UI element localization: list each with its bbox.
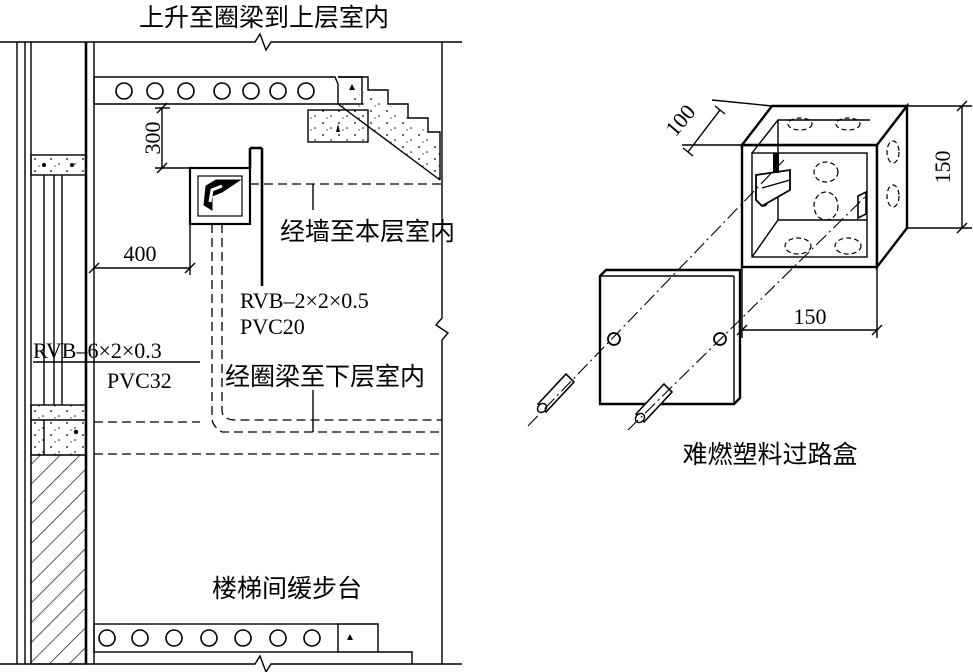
- dimension-150-height: 150: [930, 151, 955, 184]
- wire-route-down: [211, 224, 442, 433]
- top-break-line: [0, 32, 462, 52]
- label-conduit-small: PVC20: [240, 314, 305, 339]
- dimension-100: 100: [660, 100, 700, 141]
- label-conduit-large: PVC32: [107, 368, 172, 393]
- wall-junction-box: [188, 166, 252, 226]
- wire-route-down-2: [221, 224, 442, 421]
- label-stair-landing: 楼梯间缓步台: [212, 574, 362, 603]
- slab-holes-upper: [115, 82, 315, 100]
- dimension-300: 300: [140, 122, 165, 155]
- label-via-ring-beam: 经圈梁至下层室内: [225, 362, 425, 391]
- lower-landing-slab: [93, 623, 413, 664]
- assembly-axis-left: [527, 159, 785, 427]
- slab-holes-lower: [98, 629, 321, 647]
- box-body: [739, 102, 910, 271]
- dimension-400: 400: [124, 241, 157, 266]
- right-break-line: [434, 42, 450, 664]
- label-cable-large: RVB–6×2×0.3: [33, 338, 162, 363]
- label-cable-small: RVB–2×2×0.5: [240, 288, 369, 313]
- label-up-to-ring-beam: 上升至圈梁到上层室内: [139, 3, 389, 32]
- assembly-axis-right: [627, 195, 867, 431]
- screw-right: [634, 382, 674, 424]
- upper-landing-slab: [93, 76, 441, 181]
- screw-left: [536, 372, 576, 414]
- ring-beam-lower: [30, 404, 87, 456]
- label-via-wall: 经墙至本层室内: [280, 217, 455, 246]
- masonry-hatch: [30, 454, 87, 665]
- bottom-break-line: [0, 654, 462, 672]
- stairwell-section: 上升至圈梁到上层室内 经墙至本层室内 经圈梁至下层室内 楼梯间缓步台 RVB–2…: [0, 3, 462, 672]
- cover-plate: [598, 268, 742, 406]
- caption-pull-box: 难燃塑料过路盒: [682, 440, 857, 469]
- ring-beam-upper: [30, 154, 87, 176]
- junction-box-exploded-view: 100 150 150 难燃塑料过路盒: [527, 99, 972, 469]
- dimension-150-width: 150: [794, 304, 827, 329]
